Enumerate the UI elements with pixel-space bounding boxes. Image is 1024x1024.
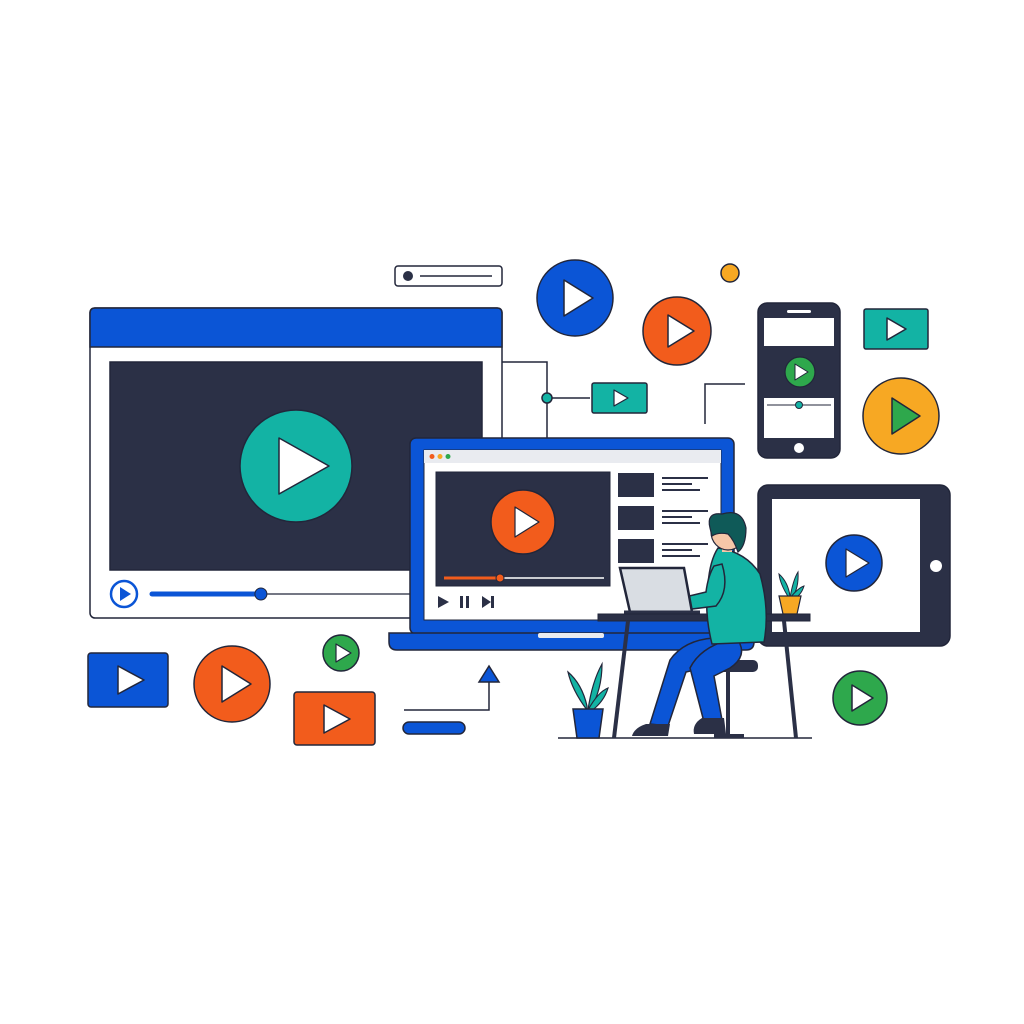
play-icon (886, 317, 907, 341)
play-icon (851, 684, 874, 712)
browser-minimize-dot[interactable] (437, 454, 443, 459)
floating-play-badges (87, 259, 940, 746)
play-icon (563, 279, 594, 317)
phone-progress-knob[interactable] (795, 401, 803, 409)
desktop-title-bar (89, 307, 503, 348)
browser-maximize-dot[interactable] (445, 454, 451, 459)
desk-top (597, 613, 811, 622)
play-icon (117, 665, 145, 695)
desktop-progress-knob[interactable] (254, 587, 268, 601)
slider-card (394, 265, 503, 287)
browser-bar (424, 450, 721, 463)
arrow-up-icon (477, 664, 501, 683)
teal-small-video-tag[interactable] (591, 382, 648, 414)
teal-video-tag[interactable] (863, 308, 929, 350)
small-laptop-screen[interactable] (618, 566, 694, 614)
phone-home-button[interactable] (794, 443, 804, 453)
laptop-progress-knob[interactable] (495, 573, 505, 583)
plant-icon (778, 570, 805, 615)
playlist (618, 473, 708, 563)
orange-video-tag[interactable] (293, 691, 376, 746)
connector-lines (404, 361, 745, 711)
play-icon (794, 363, 809, 381)
blue-bar-decoration (402, 721, 466, 735)
tablet (757, 484, 951, 647)
smartphone (757, 302, 841, 459)
play-icon (278, 437, 330, 495)
person-icon (632, 512, 767, 736)
connector-arrow-line (404, 680, 490, 711)
blue-video-tag[interactable] (87, 652, 169, 708)
play-icon (845, 548, 870, 578)
plant-icon (567, 661, 609, 739)
connector-desktop-to-laptop (502, 361, 548, 438)
skip-forward-icon[interactable] (482, 596, 494, 608)
pause-icon[interactable] (460, 596, 469, 608)
play-icon (514, 506, 540, 538)
playlist-thumbnail[interactable] (618, 473, 654, 497)
hair (708, 512, 747, 553)
green-small-play-badge[interactable] (322, 634, 360, 672)
connector-bracket-phone (704, 383, 745, 424)
person-at-desk (558, 512, 812, 739)
orange-round-play-badge[interactable] (642, 296, 712, 366)
playlist-thumbnail[interactable] (618, 506, 654, 530)
laptop-trackpad-notch (538, 633, 604, 638)
browser-close-dot[interactable] (429, 454, 435, 459)
phone-speaker (787, 310, 811, 313)
play-icon (120, 587, 131, 601)
blue-round-play-badge[interactable] (536, 259, 614, 337)
desk-leg (782, 620, 798, 739)
play-icon (613, 389, 629, 407)
play-icon[interactable] (438, 596, 449, 608)
yellow-round-play-badge[interactable] (862, 377, 940, 455)
green-round-play-badge[interactable] (832, 670, 888, 726)
play-icon (667, 314, 695, 348)
play-icon (891, 397, 921, 435)
yellow-dot (720, 263, 740, 283)
play-icon (221, 665, 252, 703)
play-icon (335, 643, 352, 663)
desk-leg (612, 620, 630, 739)
play-icon (323, 704, 351, 734)
playlist-thumbnail[interactable] (618, 539, 654, 563)
orange-round-play-badge-large[interactable] (193, 645, 271, 723)
tablet-home-button[interactable] (930, 560, 942, 572)
connector-node (541, 392, 553, 404)
slider-knob[interactable] (403, 271, 413, 281)
laptop-base (388, 632, 755, 651)
